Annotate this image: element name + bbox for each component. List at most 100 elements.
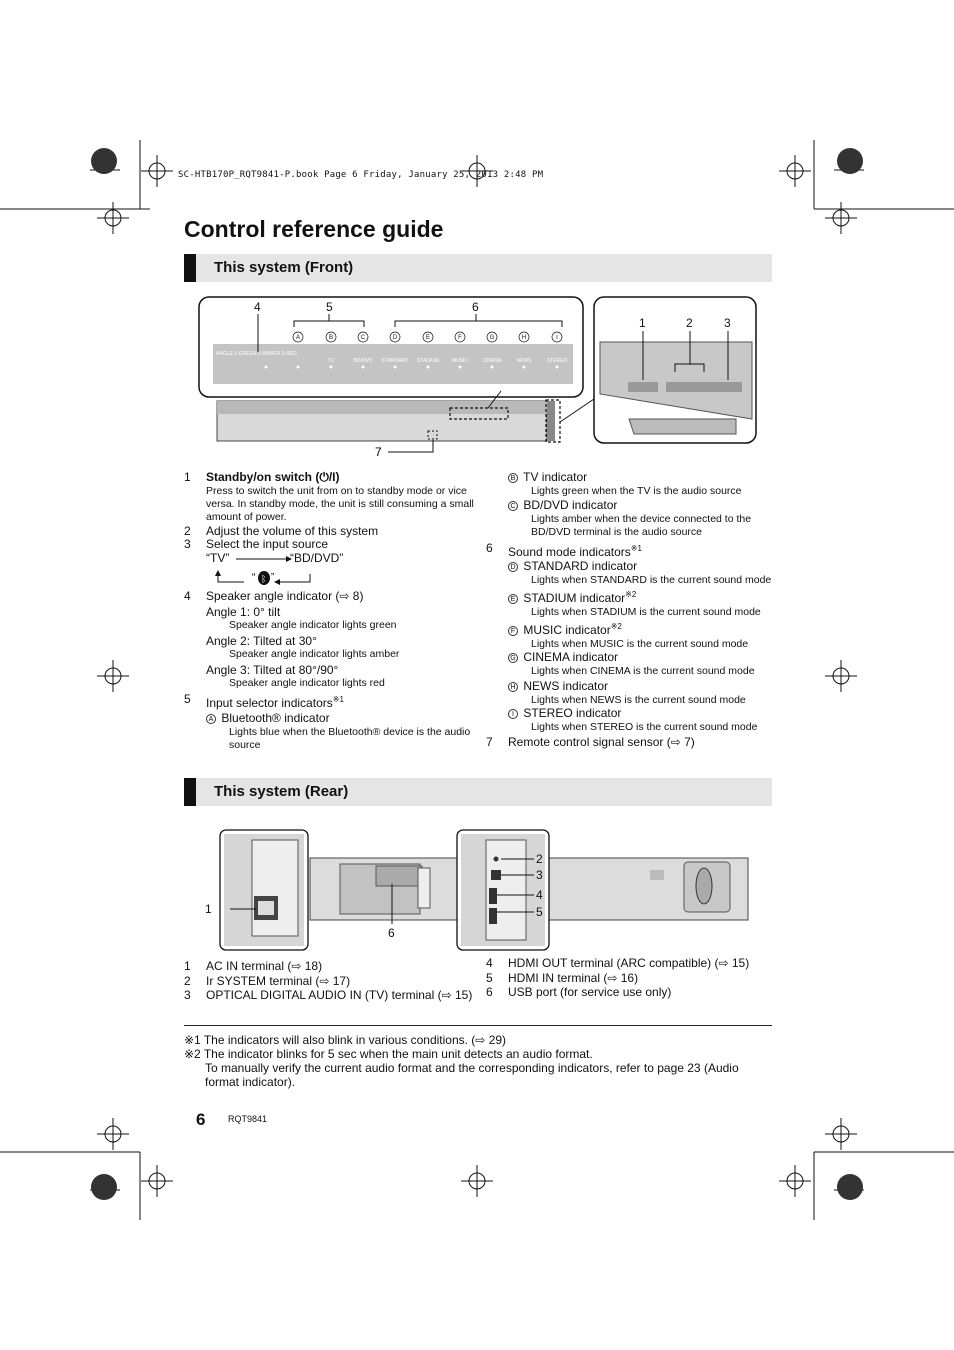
bd-desc: Lights amber when the device connected t… <box>531 512 752 538</box>
letter-h: H <box>522 335 526 341</box>
stadium-desc: Lights when STADIUM is the current sound… <box>531 605 761 618</box>
footnote-2-cont: To manually verify the current audio for… <box>205 1061 739 1089</box>
rear-item: 1 AC IN terminal (⇨ 18) <box>184 959 474 974</box>
rear-callout-1: 1 <box>205 902 212 916</box>
letter-circle: D <box>508 562 518 572</box>
letter-i: I <box>556 335 558 341</box>
item-number: 1 <box>184 470 191 484</box>
panel-label-tv: TV <box>328 358 335 364</box>
remote-sensor-text: Remote control signal sensor (⇨ 7) <box>508 735 695 749</box>
angle-3-desc: Speaker angle indicator lights red <box>229 677 385 690</box>
tv-desc: Lights green when the TV is the audio so… <box>531 484 742 497</box>
item-input-source: 3 Select the input source “TV” ᛒ “” “BD/… <box>184 538 474 586</box>
letter-b: B <box>329 335 333 341</box>
footnote-divider <box>184 1025 772 1026</box>
item-number: 3 <box>184 537 191 552</box>
section-marker <box>184 254 196 282</box>
angle-2-desc: Speaker angle indicator lights amber <box>229 648 400 661</box>
item-number: 4 <box>184 589 191 603</box>
panel-label-news: NEWS <box>517 358 533 364</box>
letter-circle: I <box>508 709 518 719</box>
input-selector-text: Input selector indicators <box>206 695 333 710</box>
stereo-desc: Lights when STEREO is the current sound … <box>531 720 758 733</box>
callout-6: 6 <box>472 300 479 314</box>
svg-text:ᛒ: ᛒ <box>261 574 266 584</box>
section-header-front: This system (Front) <box>184 254 772 282</box>
callout-1: 1 <box>639 316 646 330</box>
footnote-ref: ※2 <box>625 590 637 599</box>
section-title-front: This system (Front) <box>214 259 354 276</box>
cinema-desc: Lights when CINEMA is the current sound … <box>531 664 755 677</box>
panel-label-cinema: CINEMA <box>482 358 502 364</box>
bd-title: BD/DVD indicator <box>523 498 618 512</box>
input-flow-diagram: “TV” ᛒ “” “BD/DVD” <box>206 551 474 586</box>
rear-callout-6: 6 <box>388 926 395 940</box>
flow-arrows: ᛒ “ ” <box>215 556 311 585</box>
rear-callout-4: 4 <box>536 888 543 902</box>
callout-2: 2 <box>686 316 693 330</box>
cinema-title: CINEMA indicator <box>523 650 619 664</box>
item-number: 5 <box>486 970 493 985</box>
item-number: 1 <box>184 959 191 973</box>
page-number: 6 <box>196 1110 206 1129</box>
item-number: 6 <box>486 985 493 1000</box>
footnotes: ※1 The indicators will also blink in var… <box>184 1033 774 1089</box>
callout-5: 5 <box>326 300 333 314</box>
item-input-selector: 5 Input selector indicators※1 A Bluetoot… <box>184 692 474 753</box>
standard-desc: Lights when STANDARD is the current soun… <box>531 573 772 586</box>
rear-callout-5: 5 <box>536 905 543 919</box>
music-desc: Lights when MUSIC is the current sound m… <box>531 637 749 650</box>
letter-circle: H <box>508 682 518 692</box>
rear-left-column: 1 AC IN terminal (⇨ 18) 2 Ir SYSTEM termin… <box>184 959 474 1003</box>
optical-text: OPTICAL DIGITAL AUDIO IN (TV) terminal (… <box>206 988 473 1003</box>
standby-title: Standby/on switch (⏻/I) <box>206 470 340 484</box>
item-number: 7 <box>486 735 493 749</box>
svg-text:“: “ <box>252 572 255 583</box>
front-left-column: 1 Standby/on switch (⏻/I) Press to switc… <box>184 470 474 753</box>
angle-3: Angle 3: Tilted at 80°/90° <box>206 662 339 677</box>
angle-2: Angle 2: Tilted at 30° <box>206 633 317 648</box>
letter-f: F <box>458 335 462 341</box>
hdmi-out-text: HDMI OUT terminal (ARC compatible) (⇨ 15… <box>508 956 750 970</box>
letter-e: E <box>426 335 430 341</box>
news-title: NEWS indicator <box>523 679 609 693</box>
footnote-ref: ※2 <box>610 622 622 631</box>
item-standby: 1 Standby/on switch (⏻/I) Press to switc… <box>184 470 474 525</box>
letter-g: G <box>490 335 495 341</box>
section-marker <box>184 778 196 806</box>
rear-callout-3: 3 <box>536 868 543 882</box>
panel-label-stereo: STEREO <box>547 358 568 364</box>
footnote-2: ※2 The indicator blinks for 5 sec when t… <box>184 1047 593 1061</box>
book-header-line: SC-HTB170P_RQT9841-P.book Page 6 Friday,… <box>178 170 544 180</box>
stereo-title: STEREO indicator <box>523 706 622 720</box>
item-sound-mode: 6 Sound mode indicators※1 <box>486 542 776 560</box>
speaker-angle-text: Speaker angle indicator (⇨ 8) <box>206 589 364 603</box>
ir-system-text: Ir SYSTEM terminal (⇨ 17) <box>206 973 351 988</box>
front-diagram: ANGLE 1-GREEN 2-AMBER 3-RED TV BD/DVD ST… <box>198 296 757 459</box>
rear-item: 2 Ir SYSTEM terminal (⇨ 17) <box>184 973 474 989</box>
bluetooth-desc: Lights blue when the Bluetooth® device i… <box>229 726 471 752</box>
rear-callout-2: 2 <box>536 852 543 866</box>
tv-title: TV indicator <box>523 470 588 484</box>
volume-text: Adjust the volume of this system <box>206 523 379 538</box>
input-source-text: Select the input source <box>206 537 329 552</box>
ac-in-text: AC IN terminal (⇨ 18) <box>206 959 323 973</box>
panel-label-stadium: STADIUM <box>417 358 439 364</box>
item-number: 3 <box>184 988 191 1003</box>
svg-text:”: ” <box>271 572 274 583</box>
item-number: 6 <box>486 541 493 556</box>
item-number: 2 <box>184 973 191 988</box>
angle-label: ANGLE 1-GREEN 2-AMBER 3-RED <box>216 351 297 357</box>
letter-circle: C <box>508 501 518 511</box>
bluetooth-title: Bluetooth® indicator <box>221 711 330 726</box>
item-number: 2 <box>184 523 191 538</box>
item-remote-sensor: 7 Remote control signal sensor (⇨ 7) <box>486 735 776 750</box>
rear-item: 3 OPTICAL DIGITAL AUDIO IN (TV) terminal … <box>184 989 474 1003</box>
callout-7: 7 <box>375 445 382 459</box>
letter-d: D <box>393 335 398 341</box>
section-header-rear: This system (Rear) <box>184 778 772 806</box>
item-speaker-angle: 4 Speaker angle indicator (⇨ 8) Angle 1:… <box>184 589 474 691</box>
letter-circle: F <box>508 626 518 636</box>
